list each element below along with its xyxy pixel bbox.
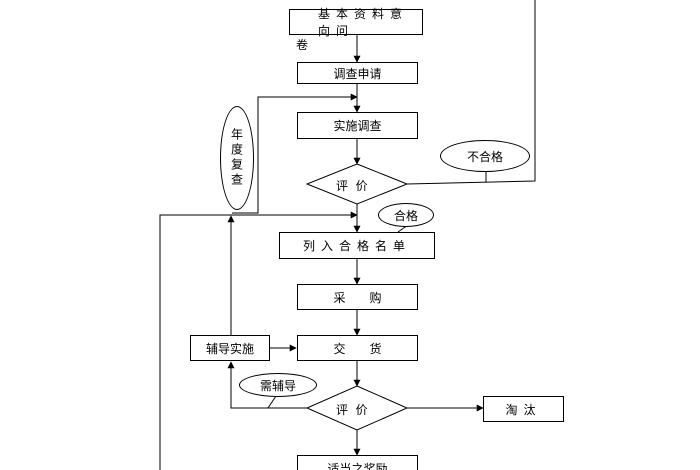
box-eliminate: 淘汰 xyxy=(483,396,564,422)
box-delivery-text: 交货 xyxy=(333,341,406,356)
box-questionnaire: 基本资料意向问 xyxy=(289,7,423,38)
label-annual-review: 年度复查 xyxy=(220,106,254,210)
box-reward: 适当之奖励 xyxy=(297,455,418,470)
label-qualified: 合格 xyxy=(378,203,434,227)
box-purchase-text: 采购 xyxy=(333,290,406,305)
label-unqualified: 不合格 xyxy=(440,140,530,172)
box-coaching-text: 辅导实施 xyxy=(205,341,254,356)
label-needs-coaching-text: 需辅导 xyxy=(259,378,296,393)
label-unqualified-text: 不合格 xyxy=(466,149,503,164)
box-coaching: 辅导实施 xyxy=(190,335,270,361)
diamond-evaluate-2-text: 评 价 xyxy=(336,403,368,417)
box-survey-apply: 调查申请 xyxy=(297,62,418,84)
box-qualified-list: 列入合格名单 xyxy=(279,232,435,259)
box-survey-apply-text: 调查申请 xyxy=(333,66,382,81)
box-implement-survey-text: 实施调查 xyxy=(333,119,382,133)
box-purchase: 采购 xyxy=(297,284,418,310)
label-annual-review-text: 年度复查 xyxy=(229,128,244,188)
box-questionnaire-text-cont: 卷 xyxy=(296,38,309,52)
box-qualified-list-text: 列入合格名单 xyxy=(302,239,411,253)
box-questionnaire-text: 基本资料意向问 xyxy=(318,7,409,38)
box-implement-survey: 实施调查 xyxy=(297,112,418,139)
box-eliminate-text: 淘汰 xyxy=(505,402,542,417)
diamond-evaluate-1-text: 评 价 xyxy=(336,179,368,193)
box-reward-text: 适当之奖励 xyxy=(327,462,388,470)
box-delivery: 交货 xyxy=(297,335,418,361)
label-needs-coaching: 需辅导 xyxy=(239,373,317,397)
label-qualified-text: 合格 xyxy=(393,208,418,223)
